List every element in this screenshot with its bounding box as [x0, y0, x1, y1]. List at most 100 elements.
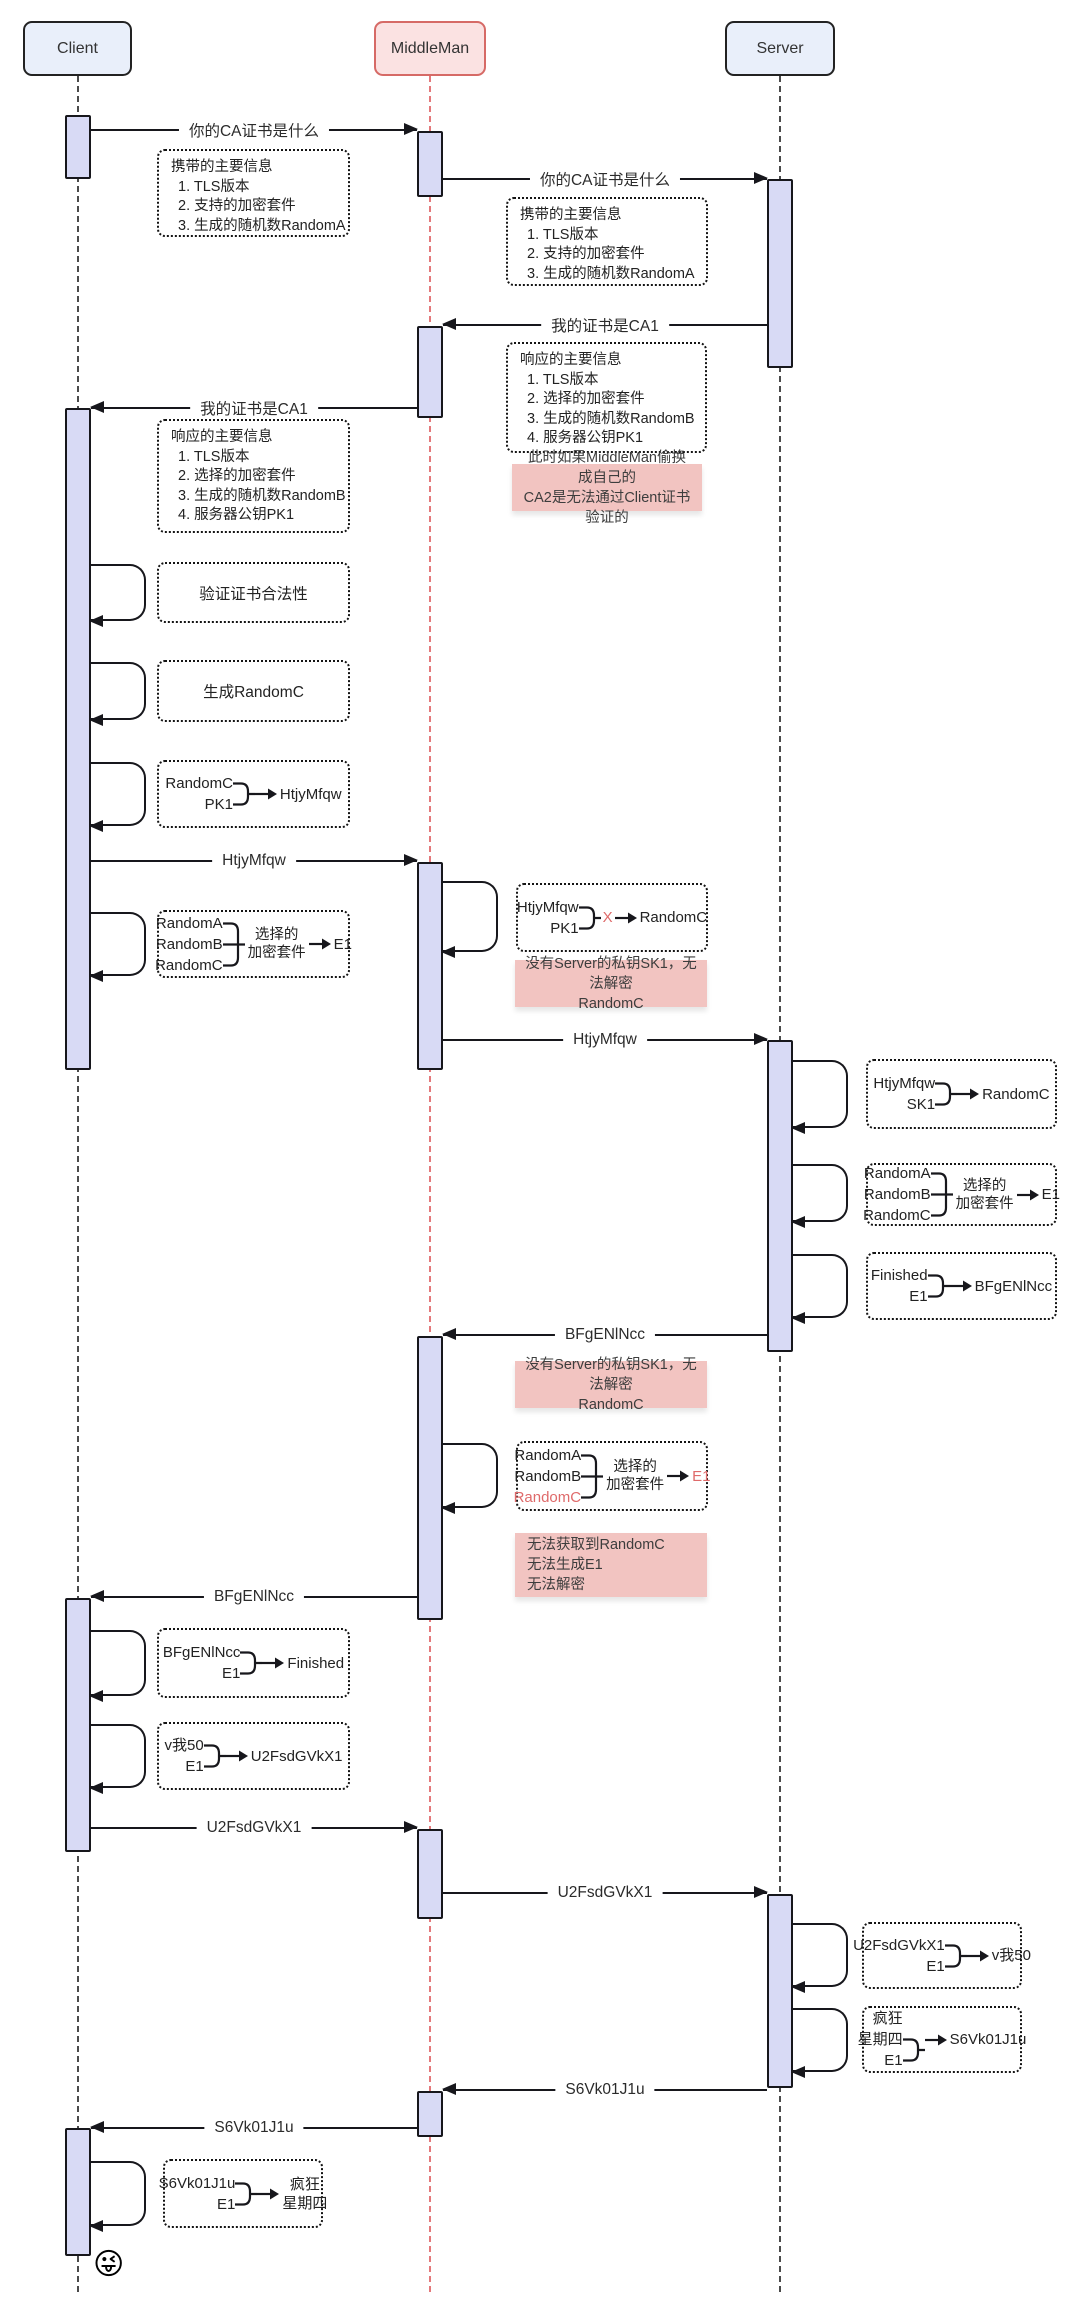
- self-loop-server: [791, 1164, 848, 1228]
- activation-middleman: [417, 131, 443, 197]
- self-loop-arrowhead-icon: [89, 1690, 103, 1702]
- message-label: S6Vk01J1u: [555, 2080, 655, 2100]
- combine-mid-label: 选择的 加密套件: [955, 1177, 1014, 1212]
- message-arrowhead-icon: [754, 172, 768, 184]
- note-line: 生成RandomC: [203, 684, 304, 701]
- message-arrowhead-icon: [90, 2121, 104, 2133]
- arrow-right-icon: [949, 1280, 972, 1292]
- self-loop-arrowhead-icon: [89, 2220, 103, 2232]
- self-loop-arrowhead-icon: [89, 820, 103, 832]
- brace-connector-icon: [935, 1082, 958, 1106]
- combine-input: E1: [909, 1288, 928, 1305]
- arrow-right-icon: [1016, 1189, 1039, 1200]
- arrow-right-icon: [667, 1470, 690, 1482]
- brace-connector-icon: [927, 1274, 950, 1298]
- activation-middleman: [417, 326, 443, 418]
- activation-middleman: [417, 2091, 443, 2137]
- note-generate-randomc: 生成RandomC: [157, 660, 350, 722]
- note-line: 响应的主要信息: [171, 429, 273, 445]
- activation-client: [65, 2128, 91, 2256]
- message-label: BFgENlNcc: [554, 1325, 656, 1345]
- note-verify-cert: 验证证书合法性: [157, 562, 350, 623]
- combine-input: S6Vk01J1u: [158, 2174, 236, 2192]
- self-loop-arrowhead-icon: [791, 1981, 805, 1993]
- combine-input: RandomA: [514, 1446, 582, 1464]
- combine-result: U2FsdGVkX1: [250, 1747, 343, 1765]
- combine-input: HtjyMfqw: [516, 898, 579, 916]
- note-line: 2. 支持的加密套件: [527, 246, 645, 262]
- note-line: 携带的主要信息: [171, 159, 273, 175]
- message-arrowhead-icon: [442, 2083, 456, 2095]
- self-loop-arrowhead-icon: [89, 714, 103, 726]
- combine-mid-label: 选择的 加密套件: [606, 1459, 665, 1493]
- combine-result: HtjyMfqw: [279, 785, 342, 803]
- message-arrowhead-icon: [90, 1590, 104, 1602]
- pink-note-line: RandomC: [578, 995, 644, 1012]
- note-line: 验证证书合法性: [199, 585, 308, 603]
- brace-connector-icon: [235, 2181, 258, 2206]
- arrow-right-icon: [254, 788, 277, 800]
- arrow-right-icon: [966, 1950, 989, 1961]
- pink-note-line: 无法获取到RandomC: [527, 1537, 665, 1553]
- combine-input: RandomC: [155, 956, 223, 974]
- combine-input: HtjyMfqw: [873, 1075, 936, 1092]
- combine-result: S6Vk01J1u: [949, 2031, 1027, 2048]
- pink-note-middleman-no-sk1: 没有Server的私钥SK1，无法解密 RandomC: [515, 956, 707, 1012]
- note-line: 2. 支持的加密套件: [178, 198, 296, 214]
- activation-server: [767, 179, 793, 368]
- actor-label-client: Client: [57, 39, 98, 57]
- brace-connector-icon: [240, 1651, 263, 1675]
- combine-input: RandomA: [863, 1165, 931, 1182]
- note-line: 携带的主要信息: [520, 207, 622, 223]
- x-mark-icon: X: [602, 909, 613, 926]
- pink-note-line: CA2是无法通过Client证书验证的: [523, 489, 691, 526]
- self-loop-client: [89, 662, 146, 726]
- combine-input: E1: [217, 2195, 236, 2213]
- note-line: 2. 选择的加密套件: [527, 391, 645, 407]
- combine-input: 疯狂 星期四: [857, 2010, 903, 2048]
- arrow-right-icon: [308, 938, 331, 950]
- message-arrowhead-icon: [442, 1328, 456, 1340]
- combine-result: E1: [692, 1467, 711, 1485]
- self-loop-arrowhead-icon: [441, 946, 455, 958]
- actor-box-server: Server: [725, 21, 835, 76]
- pink-note-line: 无法解密: [527, 1577, 585, 1593]
- lifeline-middleman: [429, 76, 431, 2292]
- message-arrowhead-icon: [754, 1886, 768, 1898]
- pink-note-line: 此时如果MiddleMan偷换成自己的: [528, 449, 686, 486]
- combine-result: v我50: [991, 1947, 1031, 1964]
- self-loop-server: [791, 2008, 848, 2078]
- note-line: 1. TLS版本: [527, 226, 599, 243]
- combine-result: RandomC: [982, 1085, 1050, 1103]
- message-label: 你的CA证书是什么: [529, 167, 681, 191]
- combine-input: RandomA: [155, 914, 223, 932]
- message-label: 你的CA证书是什么: [178, 118, 330, 142]
- note-line: 响应的主要信息: [520, 352, 622, 368]
- activation-client: [65, 115, 91, 179]
- note-line: 1. TLS版本: [178, 178, 250, 195]
- pink-note-line: 没有Server的私钥SK1，无法解密: [525, 955, 697, 992]
- brace-connector-icon: [944, 1943, 967, 1968]
- actor-label-middleman: MiddleMan: [390, 39, 470, 57]
